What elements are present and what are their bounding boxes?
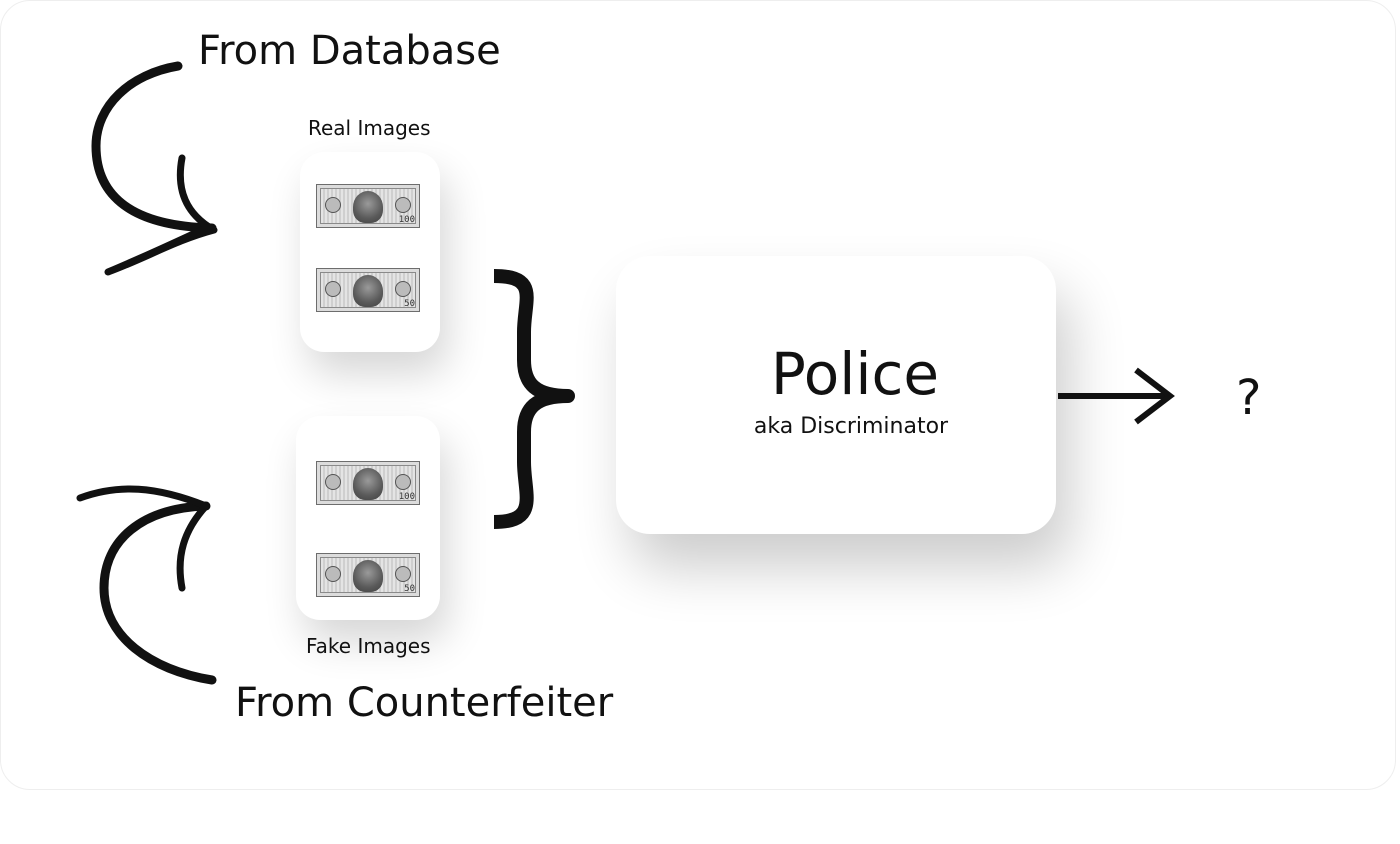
output-result-label: ? <box>1236 370 1262 426</box>
real-banknote-image: 100 <box>316 184 420 228</box>
real-banknote-image: 50 <box>316 268 420 312</box>
database-source-label: From Database <box>198 28 501 74</box>
fake-images-label: Fake Images <box>306 634 431 658</box>
counterfeiter-source-label: From Counterfeiter <box>235 680 614 726</box>
real-images-label: Real Images <box>308 116 431 140</box>
database-arrow-icon <box>91 61 218 276</box>
discriminator-title: Police <box>770 340 940 408</box>
fake-banknote-image: 100 <box>316 461 420 505</box>
counterfeiter-arrow-icon <box>76 485 217 685</box>
output-arrow-icon <box>1058 367 1175 425</box>
discriminator-box <box>616 256 1056 534</box>
discriminator-subtitle: aka Discriminator <box>753 414 949 439</box>
curly-brace-icon <box>493 269 575 529</box>
fake-banknote-image: 50 <box>316 553 420 597</box>
